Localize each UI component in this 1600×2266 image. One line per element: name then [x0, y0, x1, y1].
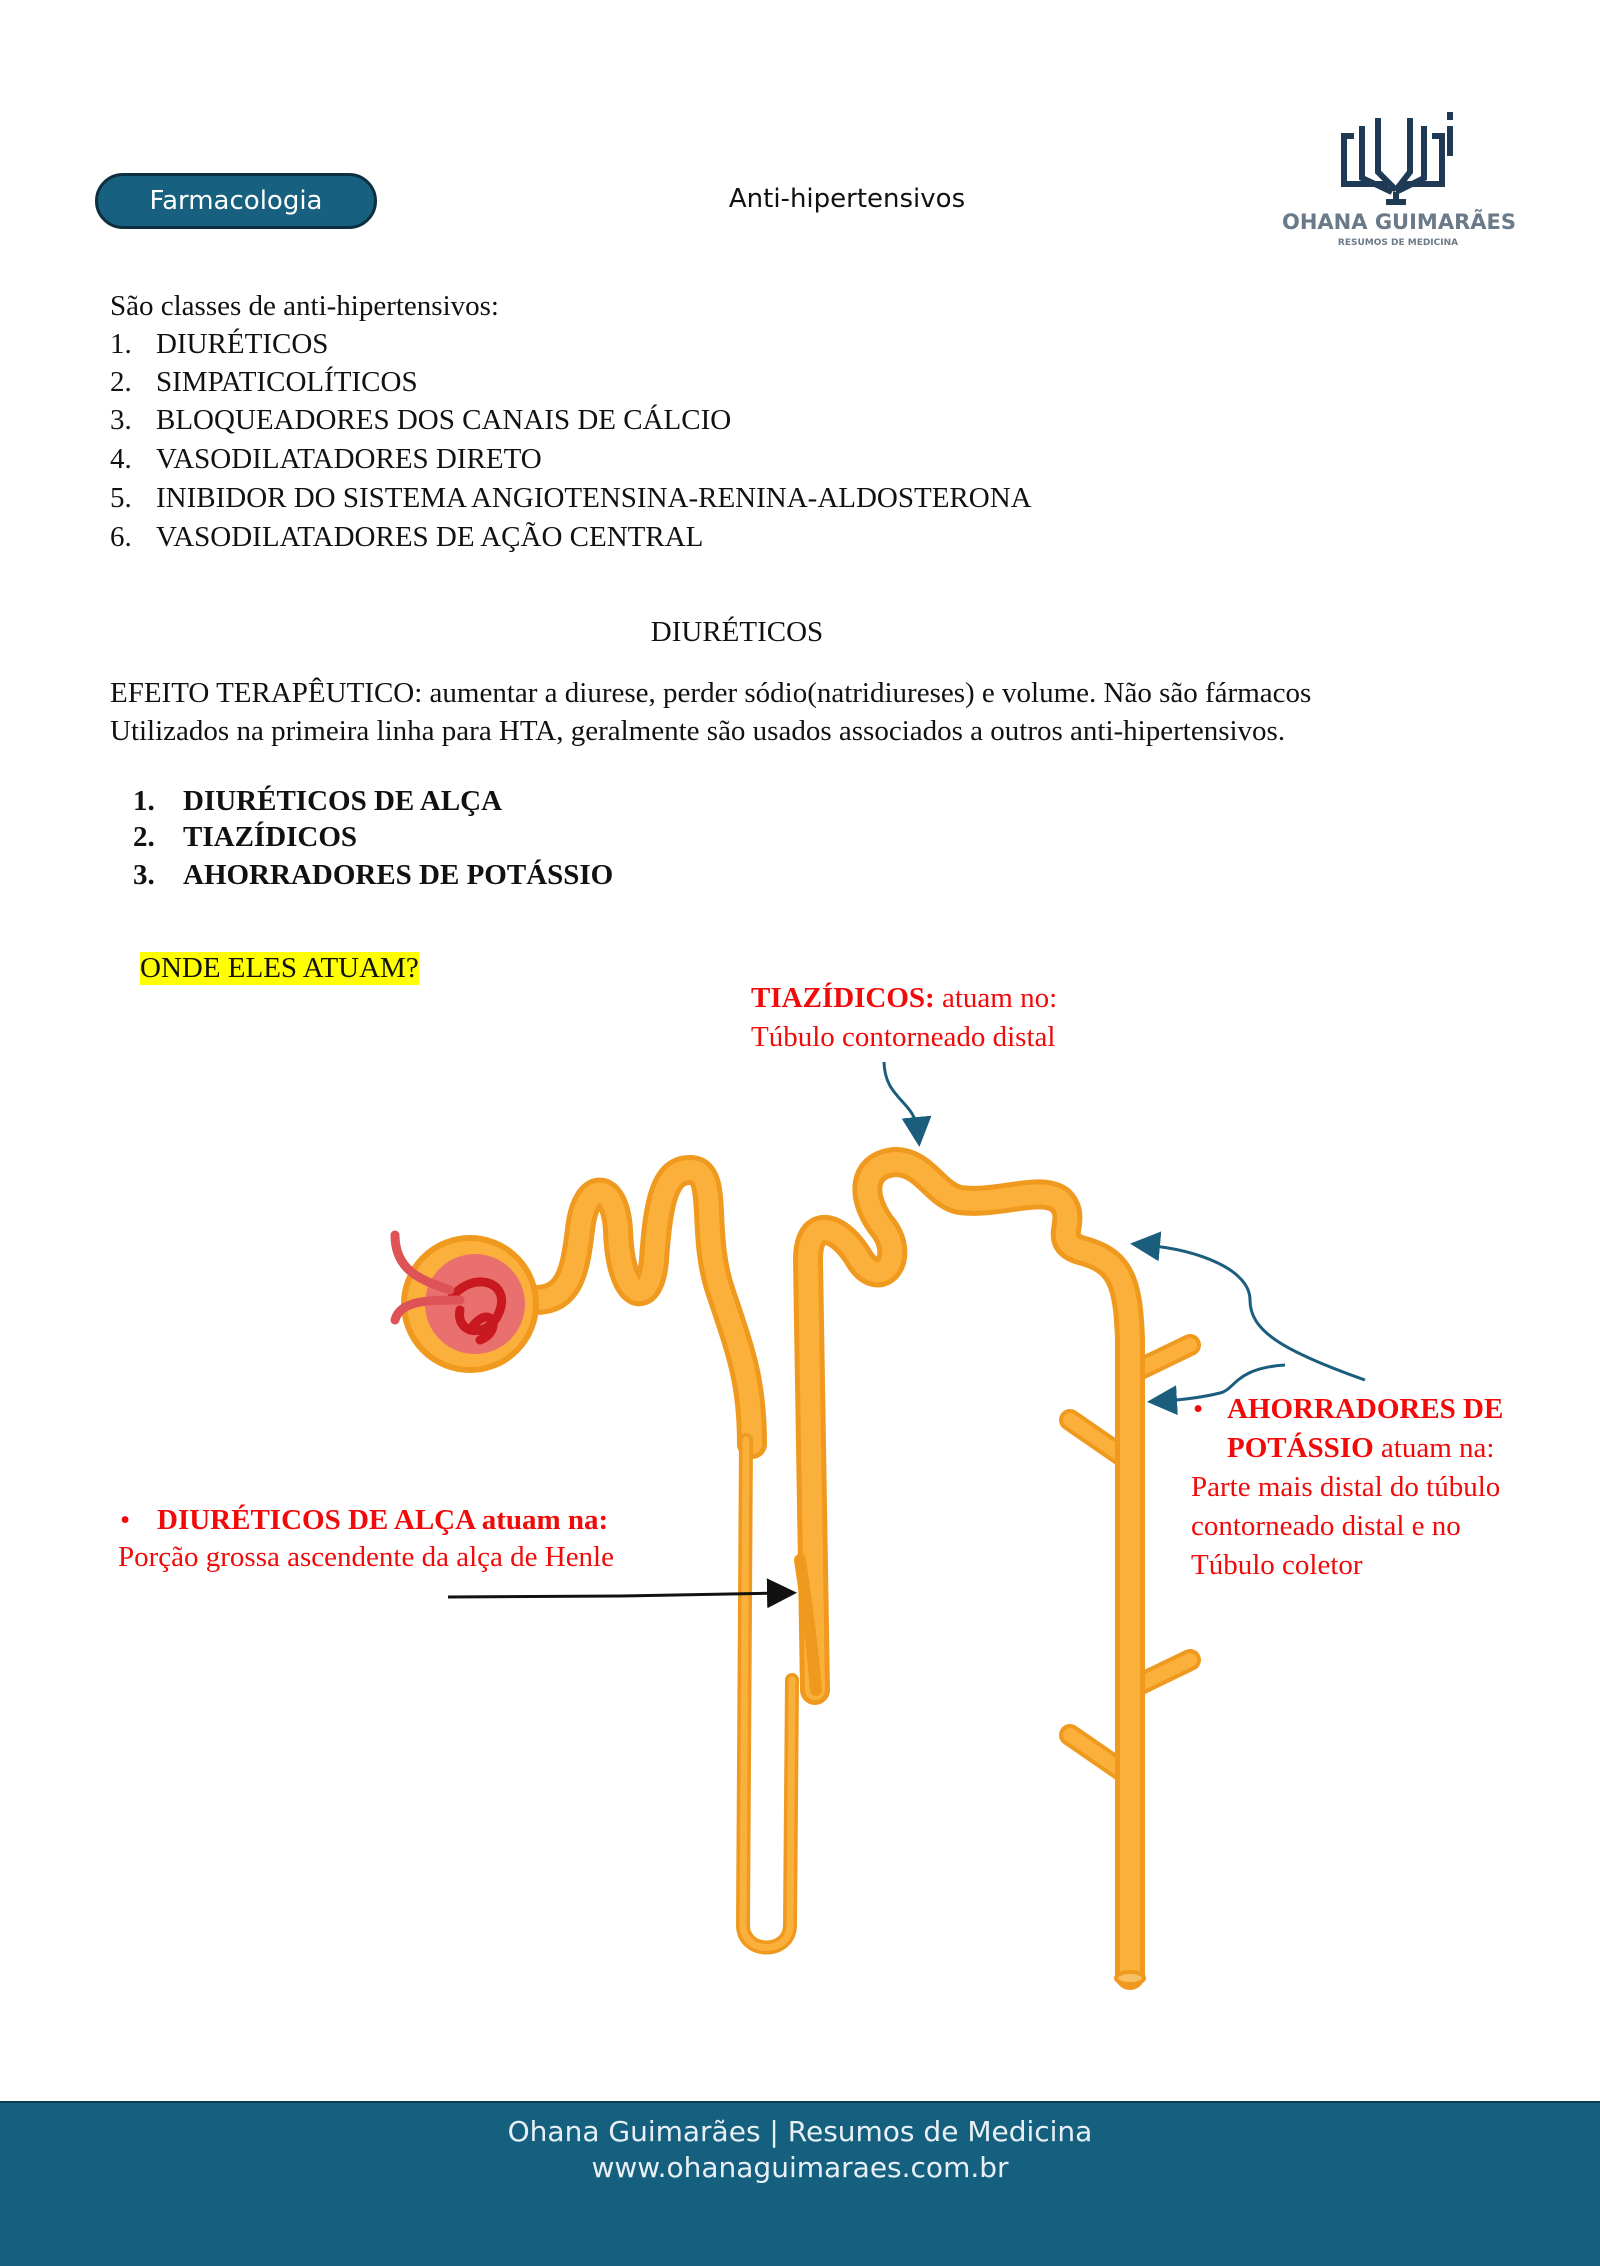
logo-name: OHANA GUIMARÃES [1282, 210, 1516, 234]
label-bold: POTÁSSIO [1227, 1432, 1374, 1464]
bullet: • [1193, 1393, 1204, 1425]
label-bold: TIAZÍDICOS: [751, 982, 935, 1014]
nephron-diagram [390, 1061, 1366, 1990]
list-number: 3. [133, 859, 155, 891]
list-number: 1. [110, 328, 132, 360]
list-number: 4. [110, 443, 132, 475]
footer-website-link[interactable]: www.ohanaguimaraes.com.br [591, 2151, 1009, 2184]
effect-text-2: Utilizados na primeira linha para HTA, g… [110, 715, 1286, 747]
list-number: 6. [110, 521, 132, 553]
label-text: Porção grossa ascendente da alça de Henl… [118, 1541, 614, 1573]
list-number: 1. [133, 785, 155, 817]
label-text: atuam no: [934, 982, 1058, 1014]
arrow-ahorradores-2 [1147, 1363, 1286, 1416]
arrow-alca [447, 1578, 797, 1609]
list-number: 2. [133, 821, 155, 853]
list-item: DIURÉTICOS [156, 328, 329, 360]
bullet: • [120, 1504, 131, 1536]
label-bold: AHORRADORES DE [1227, 1393, 1504, 1425]
list-number: 3. [110, 404, 132, 436]
list-item: VASODILATADORES DIRETO [156, 443, 542, 475]
section-heading: DIURÉTICOS [650, 616, 824, 648]
footer: Ohana Guimarães | Resumos de Medicina ww… [0, 2101, 1600, 2266]
label-text: Parte mais distal do túbulo [1191, 1471, 1501, 1503]
effect-text-1: EFEITO TERAPÊUTICO: aumentar a diurese, … [110, 677, 1312, 709]
logo-subtitle: RESUMOS DE MEDICINA [1337, 238, 1459, 248]
subject-badge-label: Farmacologia [149, 186, 323, 216]
book-logo-icon [1341, 112, 1453, 205]
list-item: TIAZÍDICOS [183, 821, 358, 853]
intro-lead: São classes de anti-hipertensivos: [110, 290, 499, 322]
label-text: contorneado distal e no [1191, 1510, 1461, 1542]
list-item: VASODILATADORES DE AÇÃO CENTRAL [156, 521, 704, 553]
list-item: INIBIDOR DO SISTEMA ANGIOTENSINA-RENINA-… [156, 482, 1032, 514]
list-item: SIMPATICOLÍTICOS [156, 366, 418, 398]
list-item: BLOQUEADORES DOS CANAIS DE CÁLCIO [156, 404, 732, 436]
arrow-tiazidicos [882, 1061, 932, 1147]
label-text: Túbulo coletor [1191, 1549, 1363, 1581]
list-number: 2. [110, 366, 132, 398]
subject-badge: Farmacologia [95, 173, 377, 229]
question-highlight: ONDE ELES ATUAM? [140, 952, 419, 985]
list-number: 5. [110, 482, 132, 514]
label-text: Túbulo contorneado distal [751, 1021, 1056, 1053]
arrow-ahorradores-1 [1130, 1231, 1366, 1382]
list-item: DIURÉTICOS DE ALÇA [183, 785, 503, 817]
logo: OHANA GUIMARÃES RESUMOS DE MEDICINA [1282, 106, 1516, 256]
page-title: Anti-hipertensivos [728, 184, 966, 214]
list-item: AHORRADORES DE POTÁSSIO [183, 859, 614, 891]
footer-line-1: Ohana Guimarães | Resumos de Medicina [507, 2115, 1093, 2148]
glomerulus [390, 1230, 539, 1373]
label-bold: DIURÉTICOS DE ALÇA atuam na: [157, 1504, 609, 1536]
label-text: atuam na: [1373, 1432, 1495, 1464]
